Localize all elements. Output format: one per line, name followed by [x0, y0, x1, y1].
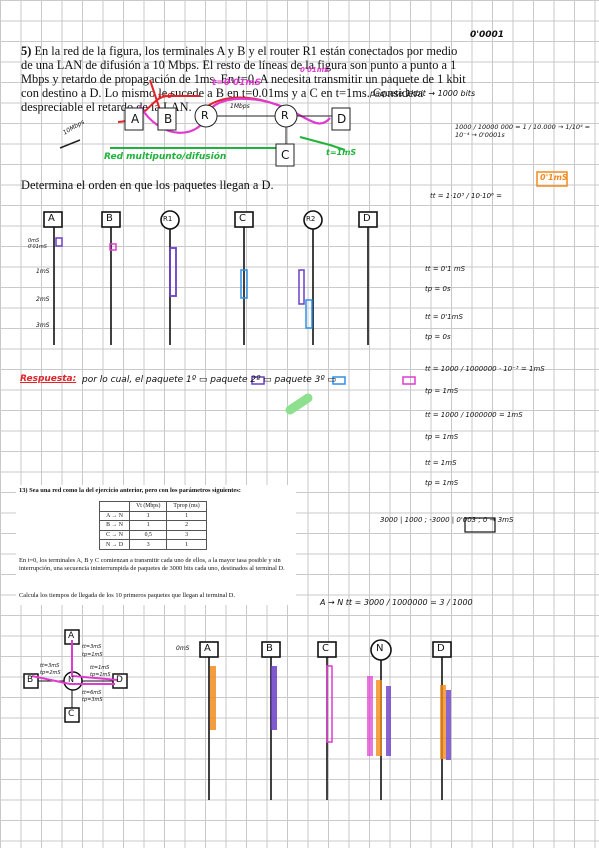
t1-label: t=1mS [326, 148, 357, 157]
t1-col-d: D [363, 213, 371, 224]
node-c-label: C [281, 148, 290, 162]
d2-label-0: tt=3mS [82, 644, 102, 650]
calc13-an: A → N tt = 3000 / 1000000 = 3 / 1000 [320, 598, 473, 607]
d2-node-d: D [116, 675, 123, 685]
timeline-1 [43, 210, 378, 345]
node-d-box [331, 107, 351, 131]
t2-col-d: D [437, 643, 445, 654]
t0-label: t=0 [158, 92, 173, 100]
node-r2-label: R [281, 109, 289, 122]
t1-col-r2: R2 [306, 215, 316, 223]
t1-col-a: A [48, 213, 55, 224]
t2-col-b: B [266, 643, 273, 654]
problem-13-title: 13) Sea una red como la del ejercicio an… [19, 487, 241, 494]
t2-col-n: N [376, 643, 384, 654]
tick-0ms: 0mS 0'01mS [28, 238, 47, 250]
calc13-division: 3000 | 1000 ; -3000 | 0'003 ; 0 → 3mS [380, 516, 514, 524]
node-c-box [275, 143, 295, 167]
d2-node-n: N [68, 675, 74, 684]
node-r1-label: R [201, 109, 209, 122]
t1-col-b: B [106, 213, 113, 224]
d2-label-7: tp=1mS [90, 672, 111, 678]
node-b-label: B [164, 112, 173, 126]
green-arrow [299, 136, 346, 151]
timeline-2 [199, 639, 452, 800]
boxed-answer-text: 0'1mS [540, 173, 568, 182]
t1-col-c: C [239, 213, 246, 224]
d2-node-b: B [27, 675, 34, 685]
red-arrow [149, 79, 161, 111]
d2-label-1: tp=1mS [82, 652, 103, 658]
t2-start: 0mS [176, 645, 190, 652]
t2-col-c: C [322, 643, 329, 654]
stamp-zeros: 0'0001 [470, 30, 505, 40]
t1-col-r1: R1 [163, 215, 173, 223]
d2-label-5: tp=3mS [82, 697, 103, 703]
answer-text: por lo cual, el paquete 1º ▭ paquete 2º … [82, 375, 336, 385]
d2-label-3: tp=2mS [40, 670, 61, 676]
tt-formula: tt = 1·10³ / 10·10⁶ = [430, 192, 502, 200]
paquete-note: paquete 1kbit → 1000 bits [370, 89, 476, 98]
pink-path [139, 97, 331, 134]
mbps1-label: 1Mbps [230, 103, 250, 110]
diagram-2 [23, 629, 128, 723]
problem-13-p1: En t=0, los terminales A, B y C comienza… [19, 557, 285, 572]
d2-node-a: A [68, 631, 75, 641]
d2-label-4: tt=6mS [82, 690, 102, 696]
tick-1ms: 1mS [36, 268, 50, 275]
lan-label: Red multipunto/difusión [104, 152, 227, 162]
problem-13-box: 13) Sea una red como la del ejercicio an… [16, 485, 296, 605]
node-b-box [157, 107, 177, 131]
t001-label: t=0'01mS [212, 78, 262, 88]
d2-label-2: tt=3mS [40, 663, 60, 669]
calc-frac: 1000 / 10000 000 = 1 / 10.000 → 1/10⁴ = … [455, 123, 591, 139]
boxed-answer [536, 171, 568, 187]
d2-label-6: tt=1mS [90, 665, 110, 671]
tick-3ms: 3mS [36, 322, 50, 329]
tick-2ms: 2mS [36, 296, 50, 303]
lan-arrow [59, 139, 81, 149]
problem-13-p2: Calcula los tiempos de llegada de los 10… [19, 592, 235, 599]
t2-col-a: A [204, 643, 211, 654]
answer-label: Respuesta: [20, 374, 77, 384]
problem-5-question: Determina el orden en que los paquetes l… [21, 178, 274, 192]
node-a-label: A [131, 112, 140, 126]
d2-node-c: C [68, 709, 75, 719]
node-d-label: D [337, 112, 347, 126]
problem-5-statement: 5) En la red de la figura, los terminale… [21, 44, 466, 115]
node-a-box [124, 107, 144, 131]
t001b-label: 0'01mS [300, 66, 330, 74]
